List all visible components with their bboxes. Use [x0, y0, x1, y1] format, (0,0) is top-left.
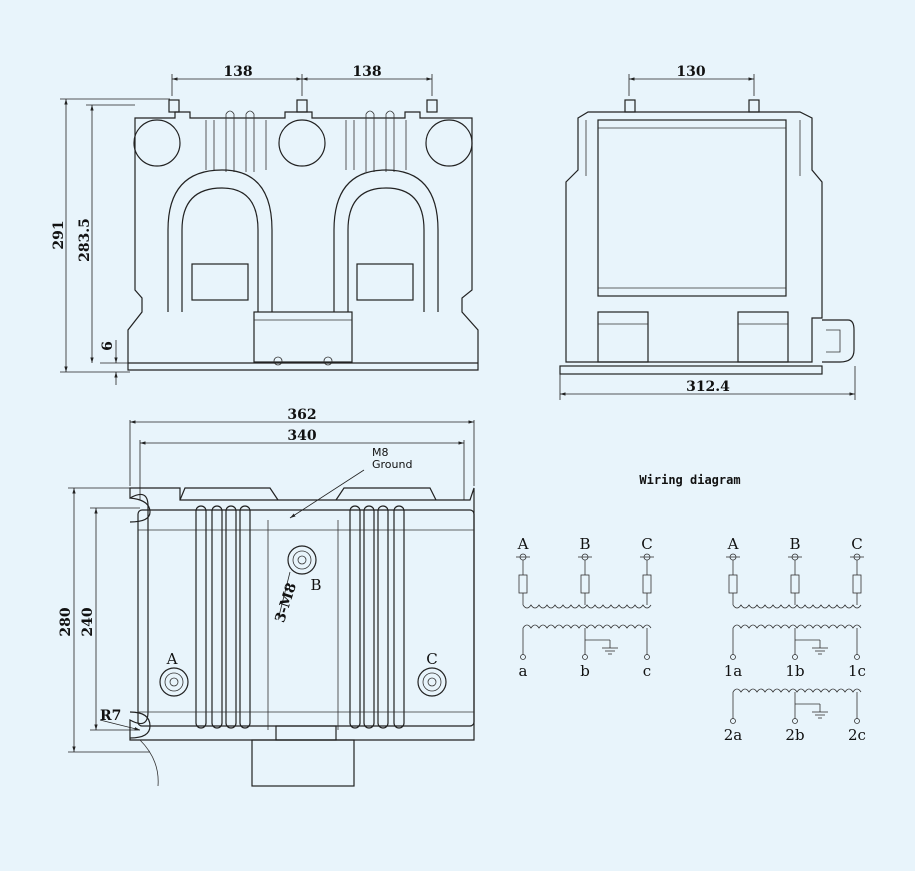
dim-side-depth: 312.4 [686, 379, 730, 395]
right-primary-a: A [727, 535, 739, 553]
dim-front-pitch-left: 138 [223, 64, 252, 80]
right-secondary2-a: 2a [724, 726, 743, 744]
front-view: 138 138 291 283.5 6 [51, 64, 479, 385]
left-primary-a: A [517, 535, 529, 553]
right-secondary1-b: 1b [785, 662, 804, 680]
dim-bottom-width-inner: 340 [287, 428, 316, 444]
dim-bottom-height-inner: 240 [80, 607, 96, 636]
left-primary-b: B [579, 535, 590, 553]
radius-label: R7 [100, 708, 121, 724]
dim-front-height-total: 291 [51, 220, 67, 249]
right-secondary2-c: 2c [848, 726, 866, 744]
left-primary-c: C [641, 535, 652, 553]
dim-bottom-width-outer: 362 [287, 407, 316, 423]
wiring-diagram: Wiring diagram A B C a b c A B C [516, 473, 866, 744]
dim-bottom-height-outer: 280 [58, 607, 74, 636]
phase-label-c: C [426, 650, 437, 668]
left-secondary-a: a [519, 662, 528, 680]
bottom-view: A B C 3-M8 M8 Ground 362 340 280 240 R7 [58, 407, 475, 787]
ground-label-2: Ground [372, 458, 412, 471]
right-secondary1-c: 1c [848, 662, 866, 680]
phase-label-b: B [310, 576, 321, 594]
dim-front-base: 6 [100, 341, 116, 351]
right-secondary2-b: 2b [785, 726, 804, 744]
side-view: 130 312.4 [559, 64, 856, 400]
right-secondary1-a: 1a [724, 662, 743, 680]
wiring-title: Wiring diagram [639, 473, 740, 487]
left-secondary-b: b [580, 662, 590, 680]
left-secondary-c: c [643, 662, 651, 680]
dim-front-height-body: 283.5 [77, 218, 93, 262]
wiring-right: A B C 1a 1b 1c 2a 2b 2c [724, 535, 866, 744]
wiring-left: A B C a b c [516, 535, 654, 680]
ground-label-1: M8 [372, 446, 389, 459]
dim-side-pitch: 130 [676, 64, 705, 80]
right-primary-c: C [851, 535, 862, 553]
holes-label: 3-M8 [272, 581, 300, 625]
phase-label-a: A [166, 650, 178, 668]
dim-front-pitch-right: 138 [352, 64, 381, 80]
right-primary-b: B [789, 535, 800, 553]
